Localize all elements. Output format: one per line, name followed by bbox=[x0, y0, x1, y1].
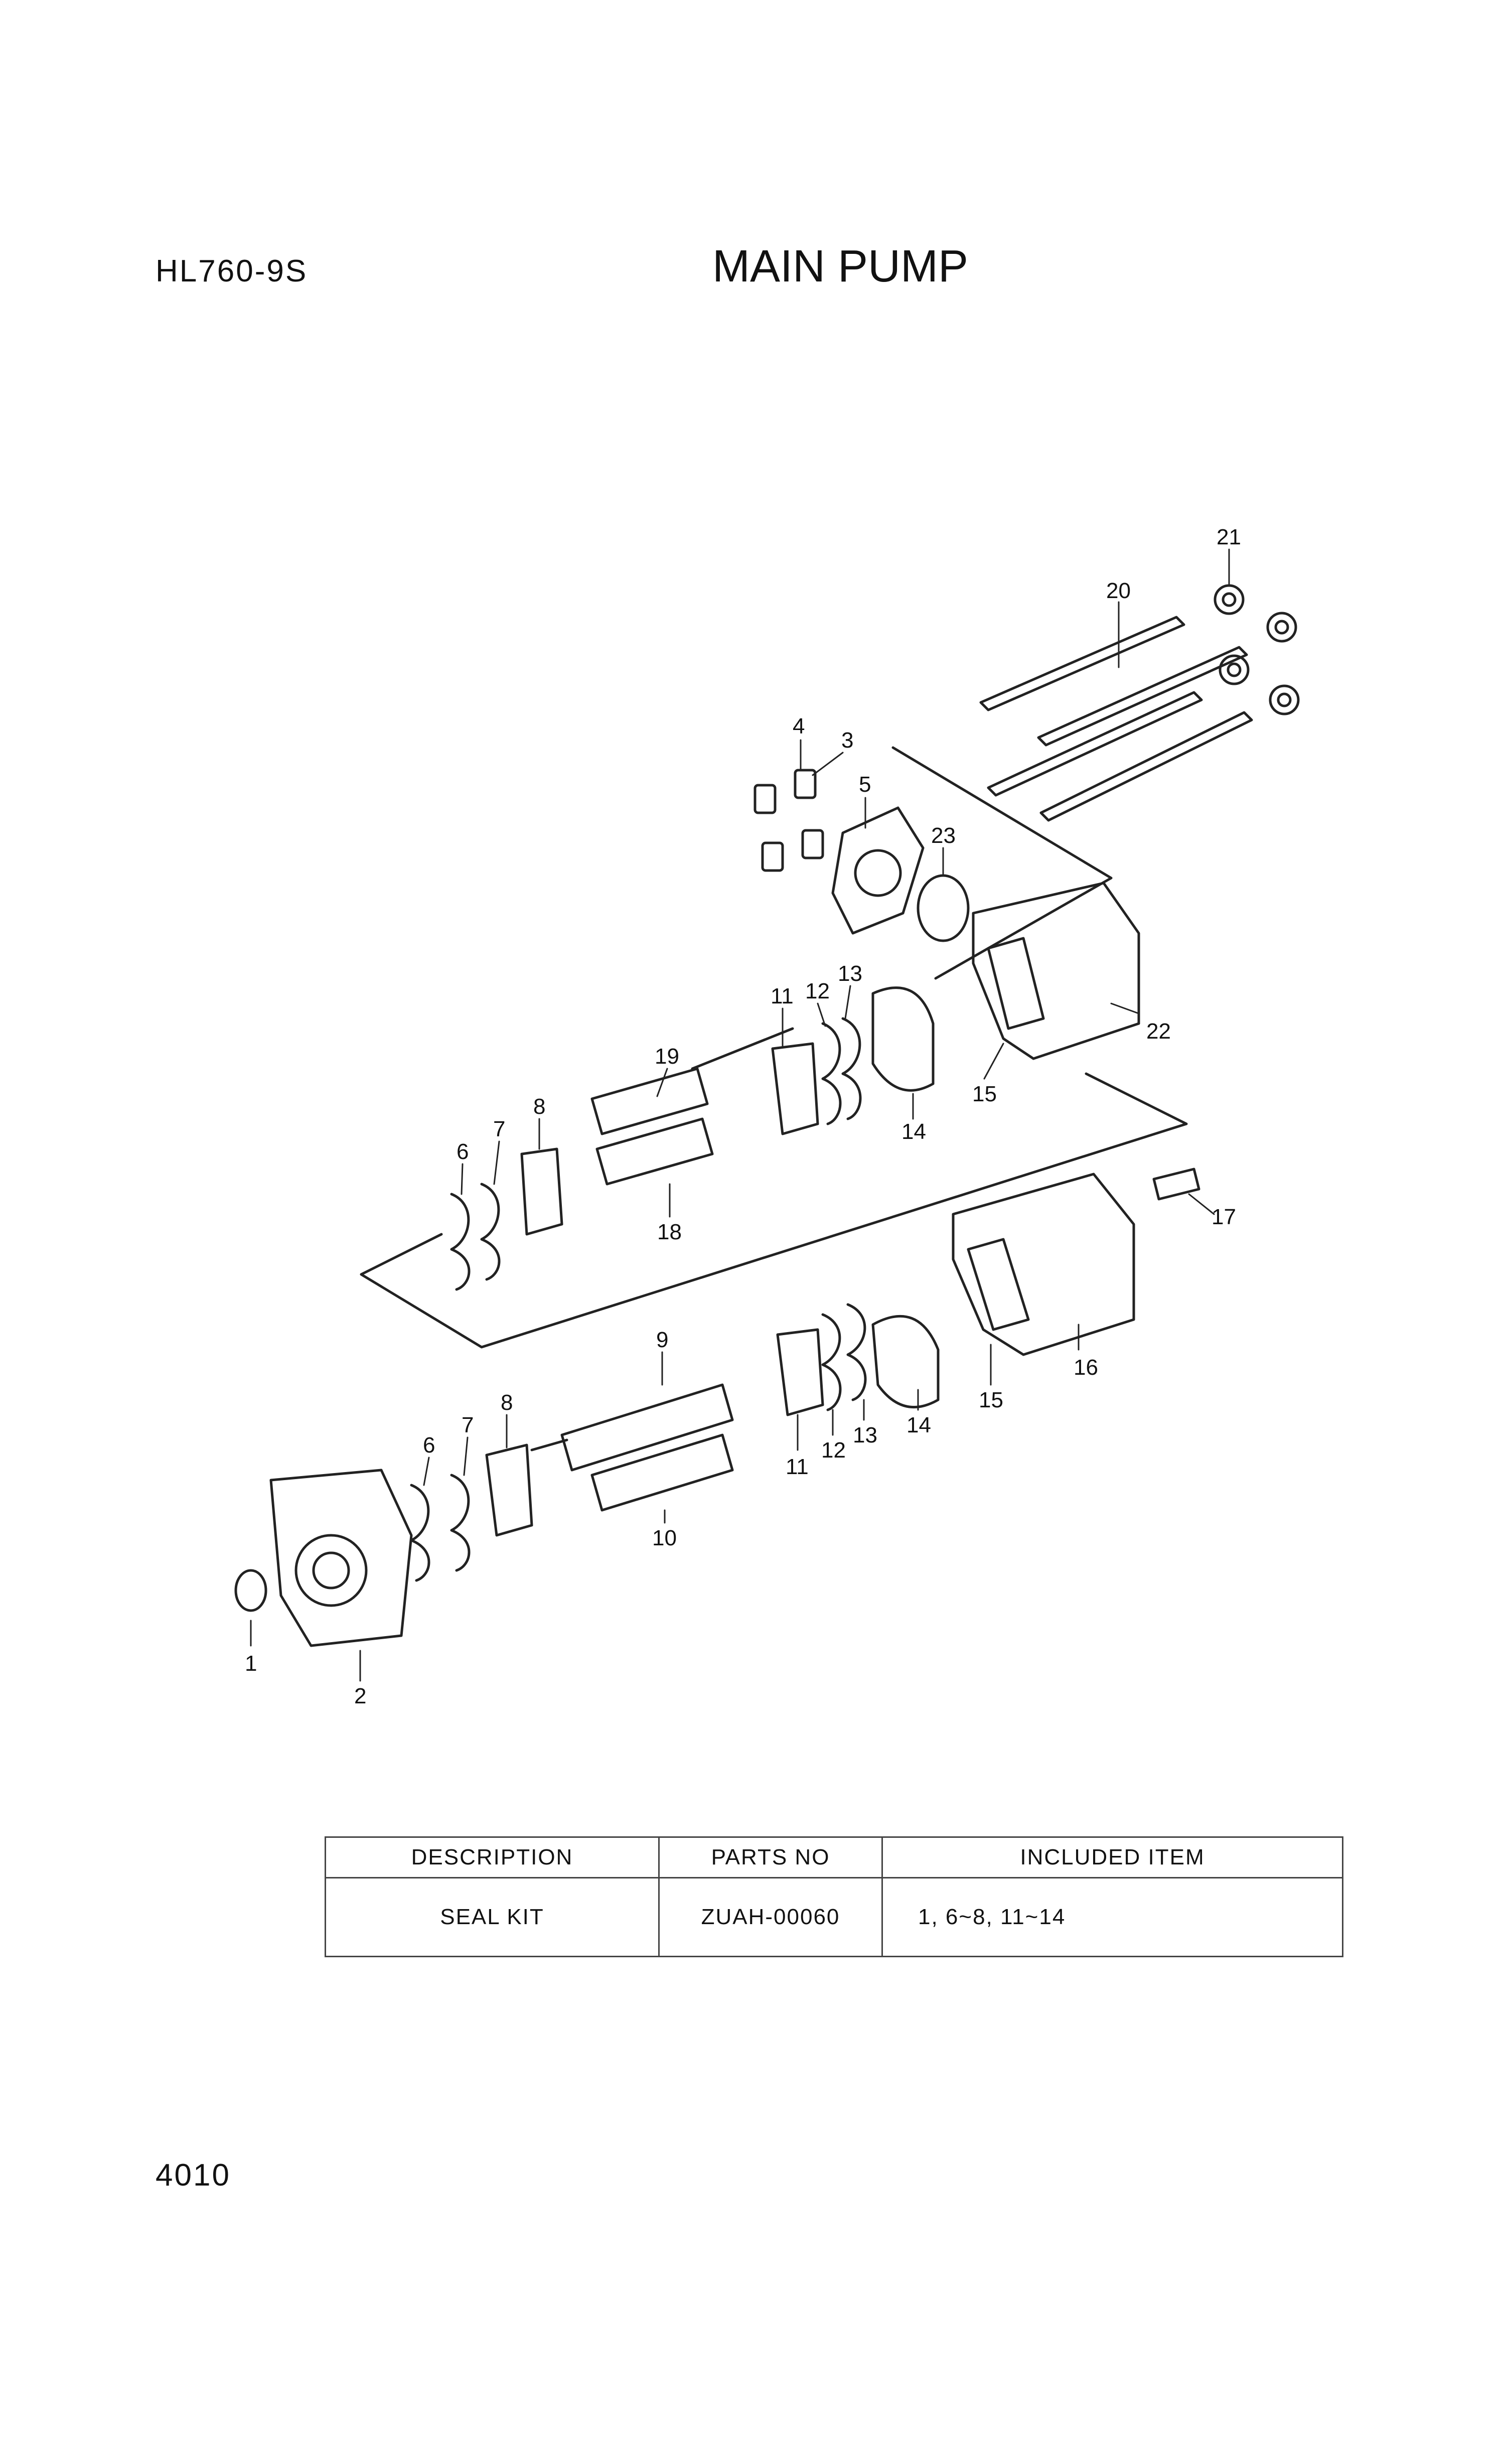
middle-assembly-link bbox=[691, 1027, 794, 1070]
callout-12-upper: 12 bbox=[805, 979, 830, 1003]
callout-10: 10 bbox=[652, 1526, 677, 1550]
callout-4: 4 bbox=[793, 714, 805, 739]
callout-8-upper: 8 bbox=[533, 1094, 545, 1119]
gear-upper bbox=[590, 1067, 714, 1186]
callout-21: 21 bbox=[1217, 525, 1241, 549]
callout-14-upper: 14 bbox=[901, 1119, 926, 1144]
callout-22: 22 bbox=[1146, 1019, 1171, 1044]
callout-3: 3 bbox=[841, 728, 853, 753]
cell-included: 1, 6~8, 11~14 bbox=[881, 1877, 1343, 1957]
bushing-upper bbox=[771, 1042, 819, 1135]
callout-14: 14 bbox=[907, 1413, 931, 1437]
flange-part bbox=[831, 806, 925, 935]
rear-housing-part bbox=[972, 882, 1140, 1060]
callout-16: 16 bbox=[1074, 1355, 1098, 1380]
callout-13: 13 bbox=[853, 1423, 877, 1447]
page-number: 4010 bbox=[156, 2158, 231, 2193]
cell-parts-no: ZUAH-00060 bbox=[658, 1877, 883, 1957]
bushing-lower bbox=[776, 1328, 824, 1416]
callout-13-upper: 13 bbox=[838, 961, 862, 986]
front-cover-part bbox=[269, 1469, 413, 1647]
table-row: SEAL KIT ZUAH-00060 1, 6~8, 11~14 bbox=[325, 1877, 1343, 1957]
nut-group bbox=[1214, 584, 1300, 715]
plate-upper bbox=[520, 1147, 563, 1236]
col-included-item: INCLUDED ITEM bbox=[881, 1836, 1343, 1878]
callout-7: 7 bbox=[462, 1413, 474, 1437]
callout-17: 17 bbox=[1212, 1205, 1236, 1229]
callout-5: 5 bbox=[859, 772, 871, 797]
callout-6-upper: 6 bbox=[457, 1139, 469, 1164]
callout-2: 2 bbox=[354, 1684, 366, 1708]
callout-8: 8 bbox=[501, 1390, 513, 1415]
gear-lower bbox=[530, 1383, 734, 1512]
callout-labels: 4 3 5 20 21 23 22 15 14 11 12 13 19 18 8… bbox=[245, 525, 1241, 1708]
col-parts-no: PARTS NO bbox=[658, 1836, 883, 1878]
callout-6: 6 bbox=[423, 1433, 435, 1458]
callout-11-upper: 11 bbox=[771, 984, 794, 1008]
col-description: DESCRIPTION bbox=[325, 1836, 660, 1878]
seal-kit-table: DESCRIPTION PARTS NO INCLUDED ITEM SEAL … bbox=[325, 1836, 1343, 1957]
callout-15: 15 bbox=[979, 1388, 1003, 1412]
middle-assembly-outline bbox=[360, 1072, 1188, 1349]
callout-23: 23 bbox=[931, 823, 956, 848]
upper-assembly-outline bbox=[891, 746, 1113, 980]
gasket-lower bbox=[871, 1315, 940, 1408]
callout-15-upper: 15 bbox=[972, 1082, 997, 1106]
model-label: HL760-9S bbox=[156, 254, 308, 288]
callout-12: 12 bbox=[821, 1438, 846, 1463]
callout-1: 1 bbox=[245, 1651, 257, 1676]
o-ring-part bbox=[917, 874, 970, 942]
tie-rod-group bbox=[979, 616, 1253, 822]
callout-18: 18 bbox=[657, 1220, 682, 1244]
callout-20: 20 bbox=[1106, 578, 1131, 603]
front-housing-part bbox=[952, 1173, 1135, 1356]
plate-lower bbox=[485, 1443, 533, 1537]
callout-19: 19 bbox=[655, 1044, 679, 1069]
cell-description: SEAL KIT bbox=[325, 1877, 660, 1957]
callout-11: 11 bbox=[786, 1455, 809, 1479]
page-title: MAIN PUMP bbox=[712, 241, 969, 292]
gasket-upper bbox=[871, 986, 935, 1092]
shaft-part bbox=[1152, 1168, 1200, 1201]
shaft-seal-part bbox=[234, 1569, 267, 1612]
bolt-group bbox=[753, 769, 824, 872]
callout-7-upper: 7 bbox=[493, 1117, 505, 1141]
callout-9: 9 bbox=[656, 1328, 668, 1352]
